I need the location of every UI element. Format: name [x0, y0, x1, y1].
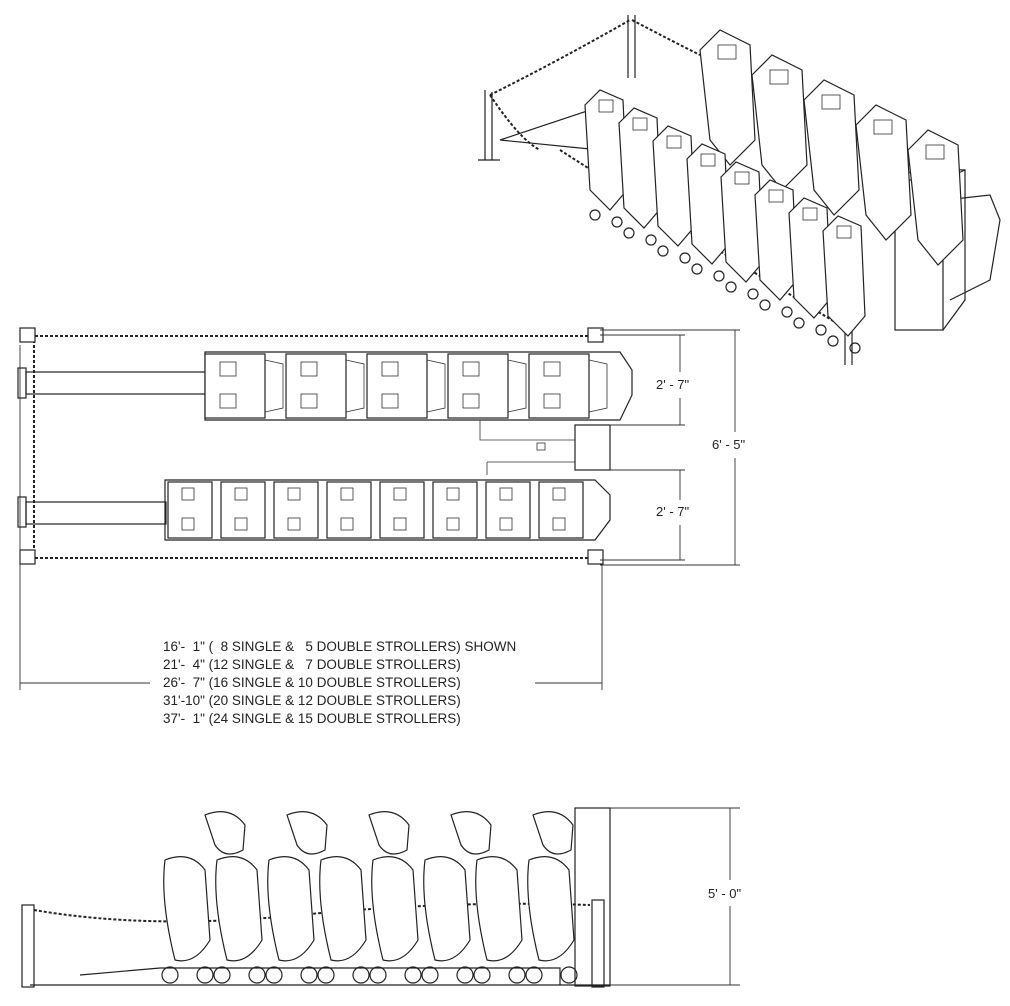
plan-single-stroller: [273, 481, 319, 539]
iso-post-left: [478, 90, 500, 161]
iso-single-stroller: [822, 215, 866, 354]
side-single-stroller: [473, 856, 526, 984]
plan-view: [17, 327, 633, 565]
plan-kiosk: [574, 424, 611, 471]
side-double-stroller: [368, 811, 410, 855]
dim-top-row-depth: 2' - 7": [656, 377, 689, 392]
side-single-stroller: [161, 856, 214, 984]
length-options-list: 16'- 1" ( 8 SINGLE & 5 DOUBLE STROLLERS)…: [163, 638, 516, 728]
plan-double-stroller: [366, 353, 446, 419]
plan-single-stroller: [538, 481, 584, 539]
side-post-right: [591, 899, 605, 988]
dim-height: 5' - 0": [708, 886, 741, 901]
iso-post-back: [627, 15, 636, 78]
dim-bottom-row-depth: 2' - 7": [656, 504, 689, 519]
side-single-stroller: [369, 856, 422, 984]
side-double-stroller: [286, 811, 328, 855]
plan-track-top: [25, 371, 207, 395]
iso-double-stroller: [751, 54, 808, 191]
side-post-left: [21, 904, 35, 988]
plan-double-stroller: [285, 353, 365, 419]
dimension-lines: 2' - 7" 2' - 7" 6' - 5" 5' - 0": [19, 329, 745, 986]
plan-single-stroller: [379, 481, 425, 539]
side-single-stroller: [525, 856, 578, 984]
dim-overall-depth: 6' - 5": [712, 437, 745, 452]
side-double-stroller: [204, 811, 246, 855]
isometric-view: [478, 15, 1001, 365]
length-option: 37'- 1" (24 SINGLE & 15 DOUBLE STROLLERS…: [163, 711, 461, 726]
plan-cable: [479, 420, 575, 475]
side-double-stroller: [450, 811, 492, 855]
plan-single-stroller: [432, 481, 478, 539]
iso-double-stroller: [803, 79, 860, 216]
plan-post: [19, 549, 36, 565]
plan-single-stroller: [220, 481, 266, 539]
iso-double-stroller: [699, 29, 756, 166]
plan-double-stroller: [447, 353, 527, 419]
plan-single-stroller: [485, 481, 531, 539]
iso-chain: [489, 19, 631, 96]
length-option: 31'-10" (20 SINGLE & 12 DOUBLE STROLLERS…: [163, 693, 461, 708]
length-option: 26'- 7" (16 SINGLE & 10 DOUBLE STROLLERS…: [163, 675, 461, 690]
length-option: 21'- 4" (12 SINGLE & 7 DOUBLE STROLLERS): [163, 657, 461, 672]
plan-track-bottom: [25, 501, 167, 525]
plan-single-stroller: [167, 481, 213, 539]
side-single-stroller: [317, 856, 370, 984]
plan-double-stroller: [204, 353, 284, 419]
iso-double-stroller: [907, 129, 964, 266]
plan-post: [19, 327, 36, 343]
length-option: 16'- 1" ( 8 SINGLE & 5 DOUBLE STROLLERS)…: [163, 639, 517, 654]
side-single-stroller: [213, 856, 266, 984]
side-single-stroller: [265, 856, 318, 984]
iso-double-stroller: [855, 104, 912, 241]
side-view: [21, 807, 611, 988]
side-kiosk: [574, 807, 611, 987]
plan-post: [587, 549, 604, 565]
side-single-stroller: [421, 856, 474, 984]
side-double-stroller: [532, 811, 574, 855]
plan-single-stroller: [326, 481, 372, 539]
plan-double-stroller: [528, 353, 608, 419]
